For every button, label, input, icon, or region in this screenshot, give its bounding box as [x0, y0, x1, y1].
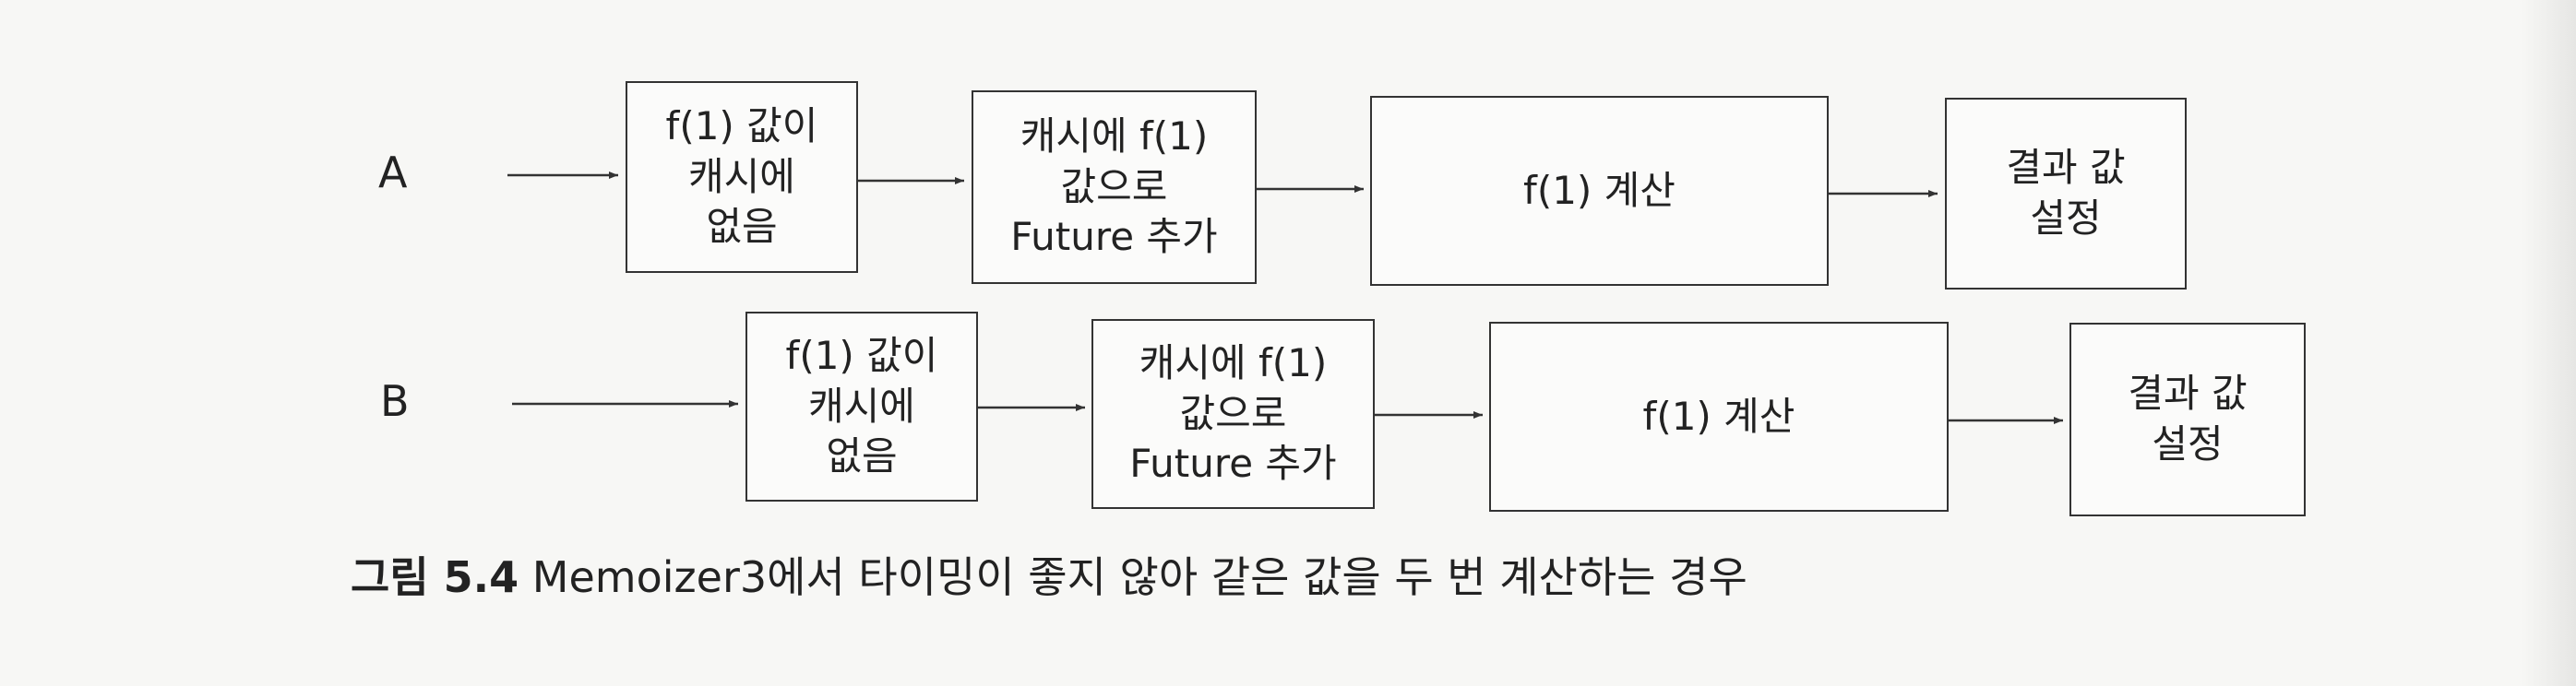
box-line: 결과 값	[2128, 371, 2248, 417]
row-label-a: A	[378, 148, 408, 197]
box-line: 설정	[2030, 195, 2102, 241]
box-line: 캐시에 f(1)	[1020, 113, 1209, 160]
row-label-b: B	[380, 376, 410, 426]
box-line: Future 추가	[1010, 214, 1218, 260]
row-a-add-future-box: 캐시에 f(1) 값으로 Future 추가	[972, 90, 1257, 284]
box-line: Future 추가	[1129, 441, 1337, 487]
row-b-compute-box: f(1) 계산	[1489, 322, 1949, 512]
figure-caption-text: Memoizer3에서 타이밍이 좋지 않아 같은 값을 두 번 계산하는 경우	[531, 552, 1747, 602]
box-line: 없음	[826, 433, 898, 479]
figure-caption: 그림 5.4 Memoizer3에서 타이밍이 좋지 않아 같은 값을 두 번 …	[351, 544, 1747, 605]
box-line: 없음	[706, 204, 778, 250]
box-line: 캐시에	[808, 383, 915, 429]
box-line: 설정	[2152, 421, 2224, 467]
row-b-set-result-box: 결과 값 설정	[2069, 323, 2306, 516]
box-line: 값으로	[1060, 163, 1168, 209]
box-line: f(1) 계산	[1642, 393, 1795, 439]
row-b-add-future-box: 캐시에 f(1) 값으로 Future 추가	[1091, 319, 1375, 509]
row-a-compute-box: f(1) 계산	[1370, 96, 1829, 286]
row-a-cache-miss-box: f(1) 값이 캐시에 없음	[626, 81, 858, 273]
box-line: 결과 값	[2006, 145, 2126, 191]
box-line: 캐시에 f(1)	[1139, 340, 1328, 386]
row-a-set-result-box: 결과 값 설정	[1945, 98, 2187, 290]
box-line: f(1) 값이	[665, 103, 818, 149]
page-edge-shadow	[2521, 0, 2576, 686]
figure-number: 그림 5.4	[351, 552, 519, 602]
row-b-cache-miss-box: f(1) 값이 캐시에 없음	[745, 312, 978, 502]
box-line: 값으로	[1179, 390, 1287, 436]
box-line: 캐시에	[688, 153, 795, 199]
box-line: f(1) 계산	[1523, 167, 1676, 213]
box-line: f(1) 값이	[785, 333, 938, 379]
